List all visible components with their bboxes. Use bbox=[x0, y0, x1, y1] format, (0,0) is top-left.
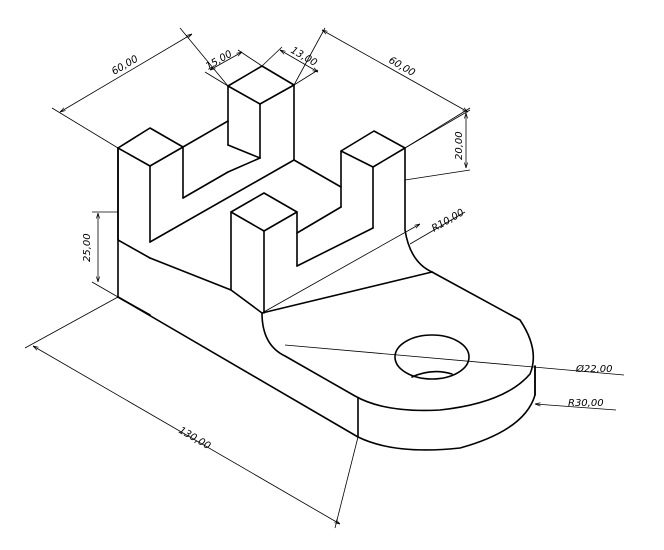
part-outline bbox=[117, 65, 536, 451]
dimension-r10: R10,00 bbox=[261, 207, 466, 314]
dimension-60-left: 60,00 bbox=[51, 27, 229, 149]
dim-upright-width-right: 60,00 bbox=[387, 55, 417, 79]
dim-base-height: 25,00 bbox=[82, 233, 93, 262]
dim-tab-height: 20,00 bbox=[454, 131, 465, 160]
dimension-60-right: 60,00 bbox=[293, 27, 471, 149]
dimension-13: 13,00 bbox=[261, 45, 319, 86]
dimension-20: 20,00 bbox=[404, 109, 471, 181]
dim-tab-width: 13,00 bbox=[289, 45, 319, 69]
dimension-15: 15,00 bbox=[204, 49, 263, 87]
dim-upright-width-left: 60,00 bbox=[110, 54, 140, 78]
dim-hole-diameter: Ø22,00 bbox=[575, 363, 613, 375]
dimension-dia22: Ø22,00 bbox=[284, 344, 625, 376]
dim-overall-length: 130,00 bbox=[177, 425, 213, 452]
dim-end-radius: R30,00 bbox=[568, 398, 604, 409]
dim-slot-width: 15,00 bbox=[204, 49, 234, 73]
dim-fillet-radius: R10,00 bbox=[430, 207, 466, 234]
dimension-130: 130,00 bbox=[24, 296, 359, 529]
dimension-r30: R30,00 bbox=[535, 398, 617, 411]
dimension-25: 25,00 bbox=[82, 211, 119, 298]
